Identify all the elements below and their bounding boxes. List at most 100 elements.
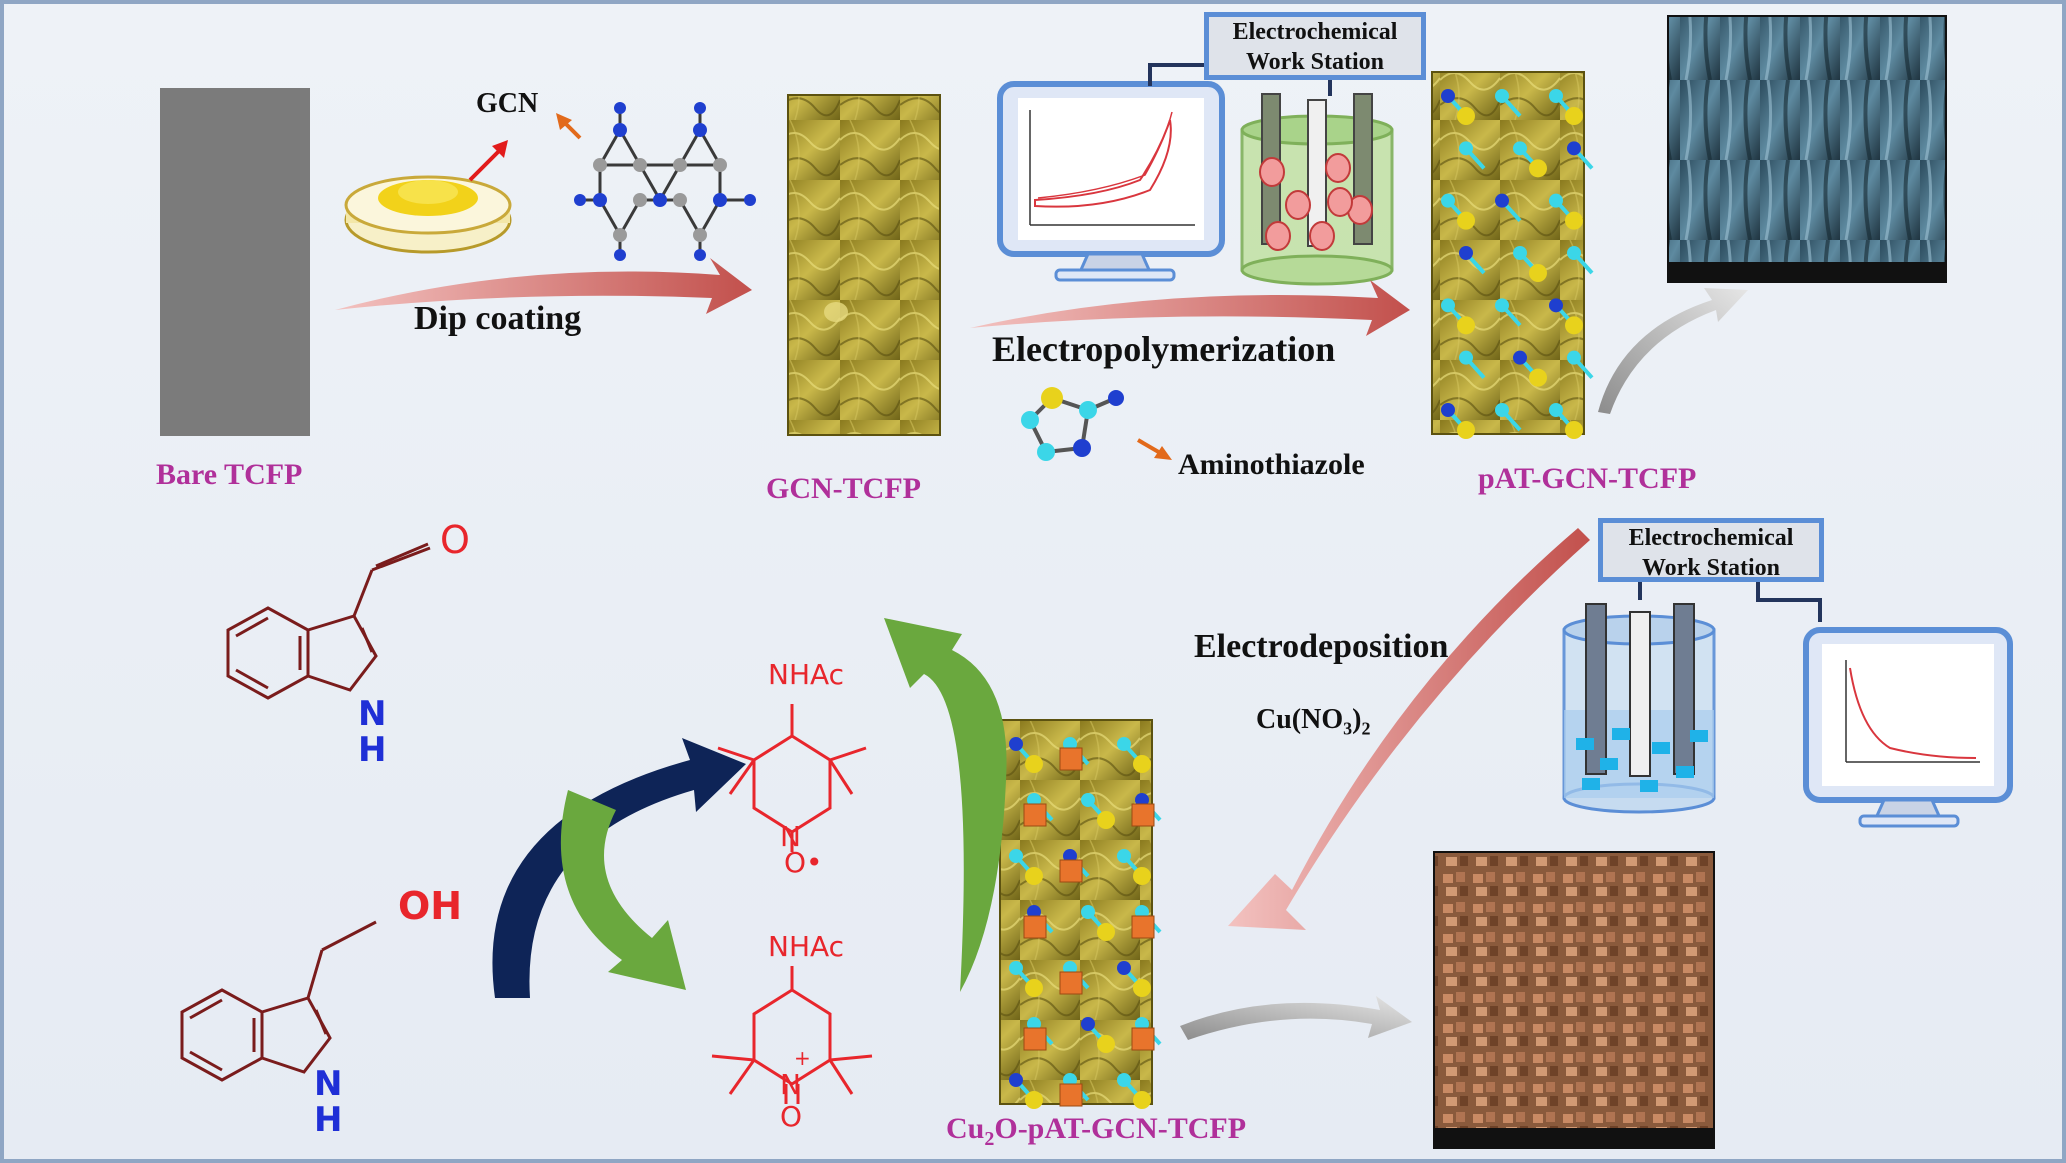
indole-3-carbaldehyde-structure [226,542,431,700]
sem-databar-1 [1668,262,1946,282]
polymer-atom [1459,141,1473,156]
electropolymerization-label: Electropolymerization [992,329,1336,369]
polymer-atom [1009,849,1023,863]
gcn-atoms [574,102,756,261]
plus-charge-label: + [794,1046,811,1070]
polymer-atom [1009,1073,1023,1087]
tempo-radical-structure [717,704,867,852]
electrochemical-cell-2 [1562,603,1716,814]
workstation-box-2: Electrochemical Work Station [1598,518,1824,582]
cu2o-particle [1059,859,1083,883]
aminothiazole-label: Aminothiazole [1178,448,1365,481]
polymer-atom [1549,193,1563,208]
sulfur-atom [1133,867,1151,885]
petri-dish-gcn [344,175,512,254]
cu2o-particle [1131,1027,1155,1051]
polymer-atom [1495,298,1509,313]
polymer-atom [1459,246,1473,260]
monitor-cv-plot [997,81,1225,282]
dip-coating-arrow [335,258,752,314]
polymer-atom [1117,849,1131,863]
polymer-atom [1441,298,1455,313]
cu2o-particle [1023,803,1047,827]
cu2o-particle [1059,747,1083,771]
polymer-atom [1117,737,1131,751]
polymer-atom [1549,89,1563,103]
polymer-atom [1567,141,1581,156]
polymer-atom [1081,905,1095,919]
sulfur-atom [1565,211,1583,230]
oxidation-arrow-navy [492,738,746,998]
polymer-atom [1513,141,1527,156]
sulfur-atom [1025,867,1043,885]
sem-databar-2 [1434,1128,1714,1148]
cu2o-particle [1131,803,1155,827]
sulfur-atom [1097,1035,1115,1053]
workstation-box-1: Electrochemical Work Station [1204,12,1426,80]
polymer-atom [1009,961,1023,975]
workstation-2-line2: Work Station [1641,555,1781,581]
tempo-o-bottom-label: O [780,1100,803,1133]
sulfur-atom [1097,923,1115,941]
cu2o-pat-gcn-tcfp-electrode [999,719,1153,1105]
polymer-chains-pat [1441,89,1594,439]
sulfur-atom [1025,979,1043,997]
workstation-1-line1: Electrochemical [1232,19,1398,45]
cu2o-particle [1059,1083,1083,1107]
sulfur-atom [1457,211,1475,230]
gcn-tcfp-electrode [787,94,941,436]
tempo-n-bottom-label: N [780,1068,801,1101]
copper-nitrate-tail: )2 [1352,704,1371,739]
sulfur-atom [1097,811,1115,829]
sulfur-atom [1529,264,1547,282]
sem-image-pat-gcn [1667,15,1947,283]
sem-image-cu2o [1433,851,1715,1149]
sulfur-atom [1565,316,1583,335]
polymer-atom [1549,403,1563,417]
pat-gcn-tcfp-electrode [1431,71,1585,435]
gcn-label: GCN [476,88,539,119]
sulfur-atom [1457,421,1475,439]
gcn-tcfp-label: GCN-TCFP [766,472,921,505]
cycle-arrow-green-1 [560,790,686,990]
monitor-chronoamperometry-plot [1803,627,2013,828]
sulfur-atom [1133,755,1151,773]
tempo-o-radical-label: O• [784,846,823,879]
cu2o-particle [1023,1027,1047,1051]
cu2o-particle [1059,971,1083,995]
gcn-red-arrow [468,146,504,182]
pat-gcn-tcfp-label: pAT-GCN-TCFP [1478,462,1697,495]
sulfur-atom [1529,159,1547,178]
polymer-atom [1495,403,1509,417]
workstation-1-line2: Work Station [1245,49,1385,75]
indole-3-methanol-structure [180,920,377,1082]
polymer-atom [1513,246,1527,260]
sulfur-atom [1025,755,1043,773]
polymer-atom [1513,350,1527,365]
tempo-oxoammonium-structure [711,966,873,1104]
workstation-2-line1: Electrochemical [1628,525,1794,551]
gray-arrow-to-sem2 [1180,996,1412,1040]
sulfur-atom [1025,1091,1043,1109]
electrodeposition-arrow [1228,528,1590,930]
bare-tcfp-electrode [160,88,310,436]
electrodeposition-label: Electrodeposition [1194,628,1449,665]
aldehyde-oxygen-label: O [440,518,470,562]
bare-tcfp-label: Bare TCFP [156,458,303,491]
electropolymerization-arrow [970,280,1410,336]
sulfur-atom [1133,1091,1151,1109]
polymer-atom [1567,350,1581,365]
aminothiazole-molecule [1021,387,1124,461]
cu2o-particle [1023,915,1047,939]
dip-coating-label: Dip coating [414,300,582,337]
polymer-atom [1117,1073,1131,1087]
polymer-atom [1495,89,1509,103]
sulfur-atom [1565,421,1583,439]
polymer-atom [1117,961,1131,975]
sulfur-atom [1133,979,1151,997]
copper-nitrate-label: Cu(NO3)2 [1256,704,1371,739]
polymer-atom [1441,403,1455,417]
cu2o-pat-gcn-tcfp-label: Cu2O-pAT-GCN-TCFP [946,1112,1247,1150]
